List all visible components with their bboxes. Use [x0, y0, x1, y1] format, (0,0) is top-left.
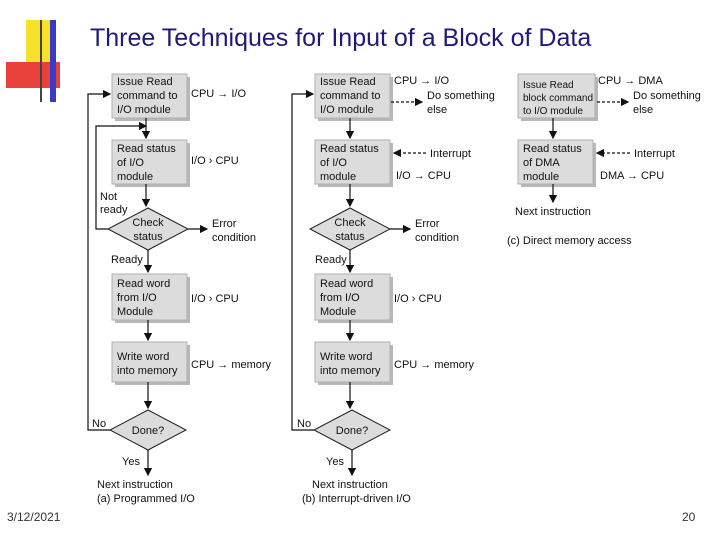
- label-interrupt-c: Interrupt: [634, 148, 675, 160]
- label-dma-cpu-c: DMA → CPU: [600, 170, 664, 182]
- label-ready-a: Ready: [111, 254, 143, 266]
- label-cpu-dma-c: CPU → DMA: [598, 75, 663, 87]
- label-io-cpu-status-a: I/O › CPU: [191, 155, 239, 167]
- svg-text:Done?: Done?: [336, 425, 368, 437]
- label-cpu-io-a: CPU → I/O: [191, 88, 246, 100]
- slide-title: Three Techniques for Input of a Block of…: [90, 24, 592, 52]
- slide-date: 3/12/2021: [7, 510, 61, 524]
- label-io-cpu-status-b: I/O → CPU: [396, 170, 451, 182]
- label-next-instruction-b: Next instruction: [312, 479, 388, 491]
- diamond-check-status-b: [308, 207, 392, 251]
- deco-black-line: [40, 20, 42, 102]
- page-number: 20: [682, 510, 696, 524]
- label-next-instruction-a: Next instruction: [97, 479, 173, 491]
- box-issue-read-b: [314, 73, 391, 119]
- caption-programmed-io: (a) Programmed I/O: [97, 493, 195, 505]
- caption-interrupt-driven-io: (b) Interrupt-driven I/O: [302, 493, 411, 505]
- box-issue-block-c: [517, 73, 596, 119]
- box-write-word-b: [314, 341, 391, 383]
- label-yes-a: Yes: [122, 456, 140, 468]
- label-cpu-memory-a: CPU → memory: [191, 359, 272, 371]
- box-read-status-c: [517, 139, 594, 185]
- box-read-word-b: [314, 273, 391, 321]
- label-yes-b: Yes: [326, 456, 344, 468]
- box-read-status-a: [111, 139, 188, 185]
- label-io-cpu-read-b: I/O › CPU: [394, 293, 442, 305]
- label-cpu-io-b: CPU → I/O: [394, 75, 449, 87]
- label-next-instruction-c: Next instruction: [515, 206, 591, 218]
- box-issue-read-a: [111, 73, 188, 119]
- box-write-word-a: [111, 341, 188, 383]
- caption-dma: (c) Direct memory access: [507, 235, 632, 247]
- box-read-word-a: [111, 273, 188, 321]
- svg-text:Done?: Done?: [132, 425, 164, 437]
- label-ready-b: Ready: [315, 254, 347, 266]
- label-cpu-memory-b: CPU → memory: [394, 359, 475, 371]
- deco-blue-bar: [50, 20, 56, 102]
- label-io-cpu-read-a: I/O › CPU: [191, 293, 239, 305]
- label-interrupt-b: Interrupt: [430, 148, 471, 160]
- label-no-b: No: [297, 418, 311, 430]
- label-no-a: No: [92, 418, 106, 430]
- box-read-status-b: [314, 139, 391, 185]
